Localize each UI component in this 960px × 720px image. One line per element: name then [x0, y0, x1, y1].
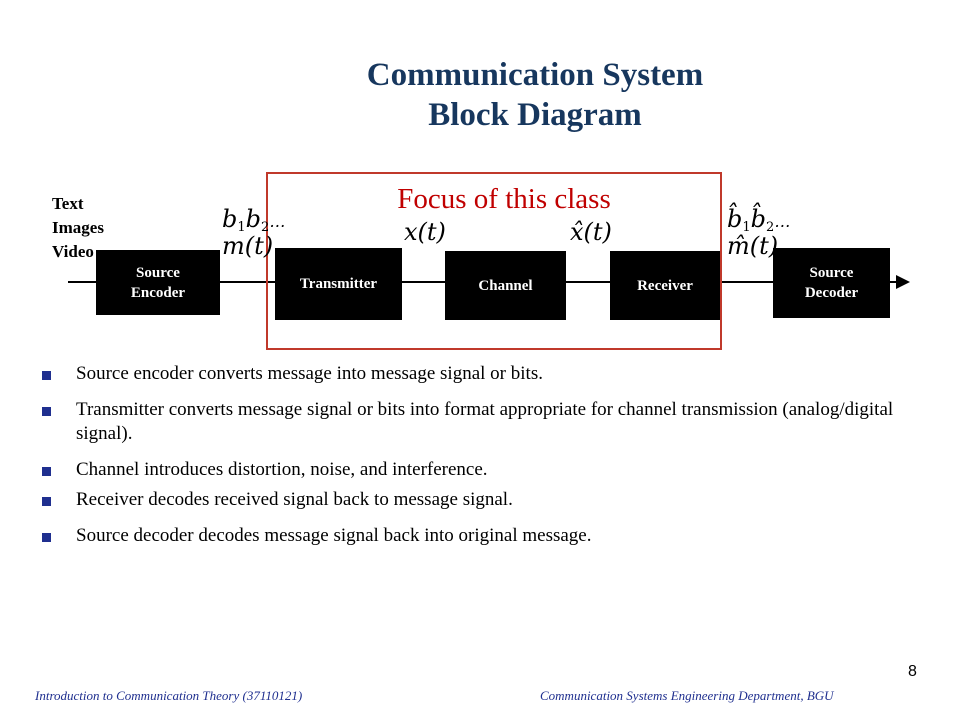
bullet-item: Transmitter converts message signal or b… — [36, 398, 916, 446]
focus-region-box — [266, 172, 722, 350]
page-number: 8 — [908, 663, 917, 680]
bullet-square-icon — [42, 407, 51, 416]
bullet-item: Source encoder converts message into mes… — [36, 362, 916, 386]
channel-block: Channel — [445, 251, 566, 320]
title-line-2: Block Diagram — [428, 97, 642, 133]
source-encoder-block: Source Encoder — [96, 250, 220, 315]
bullet-square-icon — [42, 497, 51, 506]
receiver-block: Receiver — [610, 251, 720, 320]
source-decoder-label-2: Decoder — [804, 285, 859, 301]
input-text-label: Text — [52, 194, 84, 213]
output-arrowhead — [896, 275, 910, 289]
footer-department: Communication Systems Engineering Depart… — [540, 688, 834, 703]
source-decoder-block: Source Decoder — [773, 248, 890, 318]
bullet-list: Source encoder converts message into mes… — [36, 362, 916, 548]
source-encoder-label-2: Encoder — [130, 284, 186, 301]
title-line-1: Communication System — [366, 57, 704, 93]
bits-out-label: b̂1b̂2… — [727, 205, 791, 235]
source-encoder-label-1: Source — [136, 264, 180, 281]
bullet-item: Source decoder decodes message signal ba… — [36, 524, 916, 548]
m-t-label: m(t) — [222, 232, 274, 260]
x-t-label: x(t) — [404, 218, 446, 246]
x-hat-t-label: x̂(t) — [570, 218, 612, 246]
input-images-label: Images — [52, 218, 104, 237]
receiver-label: Receiver — [637, 277, 693, 294]
bullet-square-icon — [42, 533, 51, 542]
slide-title: Communication System Block Diagram — [0, 55, 960, 135]
input-types: Text Images Video — [52, 192, 104, 264]
transmitter-label: Transmitter — [299, 276, 378, 292]
bullet-square-icon — [42, 467, 51, 476]
focus-label: Focus of this class — [397, 183, 611, 215]
channel-label: Channel — [478, 277, 533, 294]
m-hat-t-label: m̂(t) — [727, 232, 779, 260]
bullet-item: Receiver decodes received signal back to… — [36, 488, 916, 512]
footer-course: Introduction to Communication Theory (37… — [35, 688, 303, 703]
input-video-label: Video — [52, 242, 94, 261]
transmitter-block: Transmitter — [275, 248, 402, 320]
source-decoder-label-1: Source — [809, 265, 854, 281]
bits-in-label: b1b2… — [222, 205, 286, 235]
bullet-square-icon — [42, 371, 51, 380]
bullet-item: Channel introduces distortion, noise, an… — [36, 458, 916, 482]
